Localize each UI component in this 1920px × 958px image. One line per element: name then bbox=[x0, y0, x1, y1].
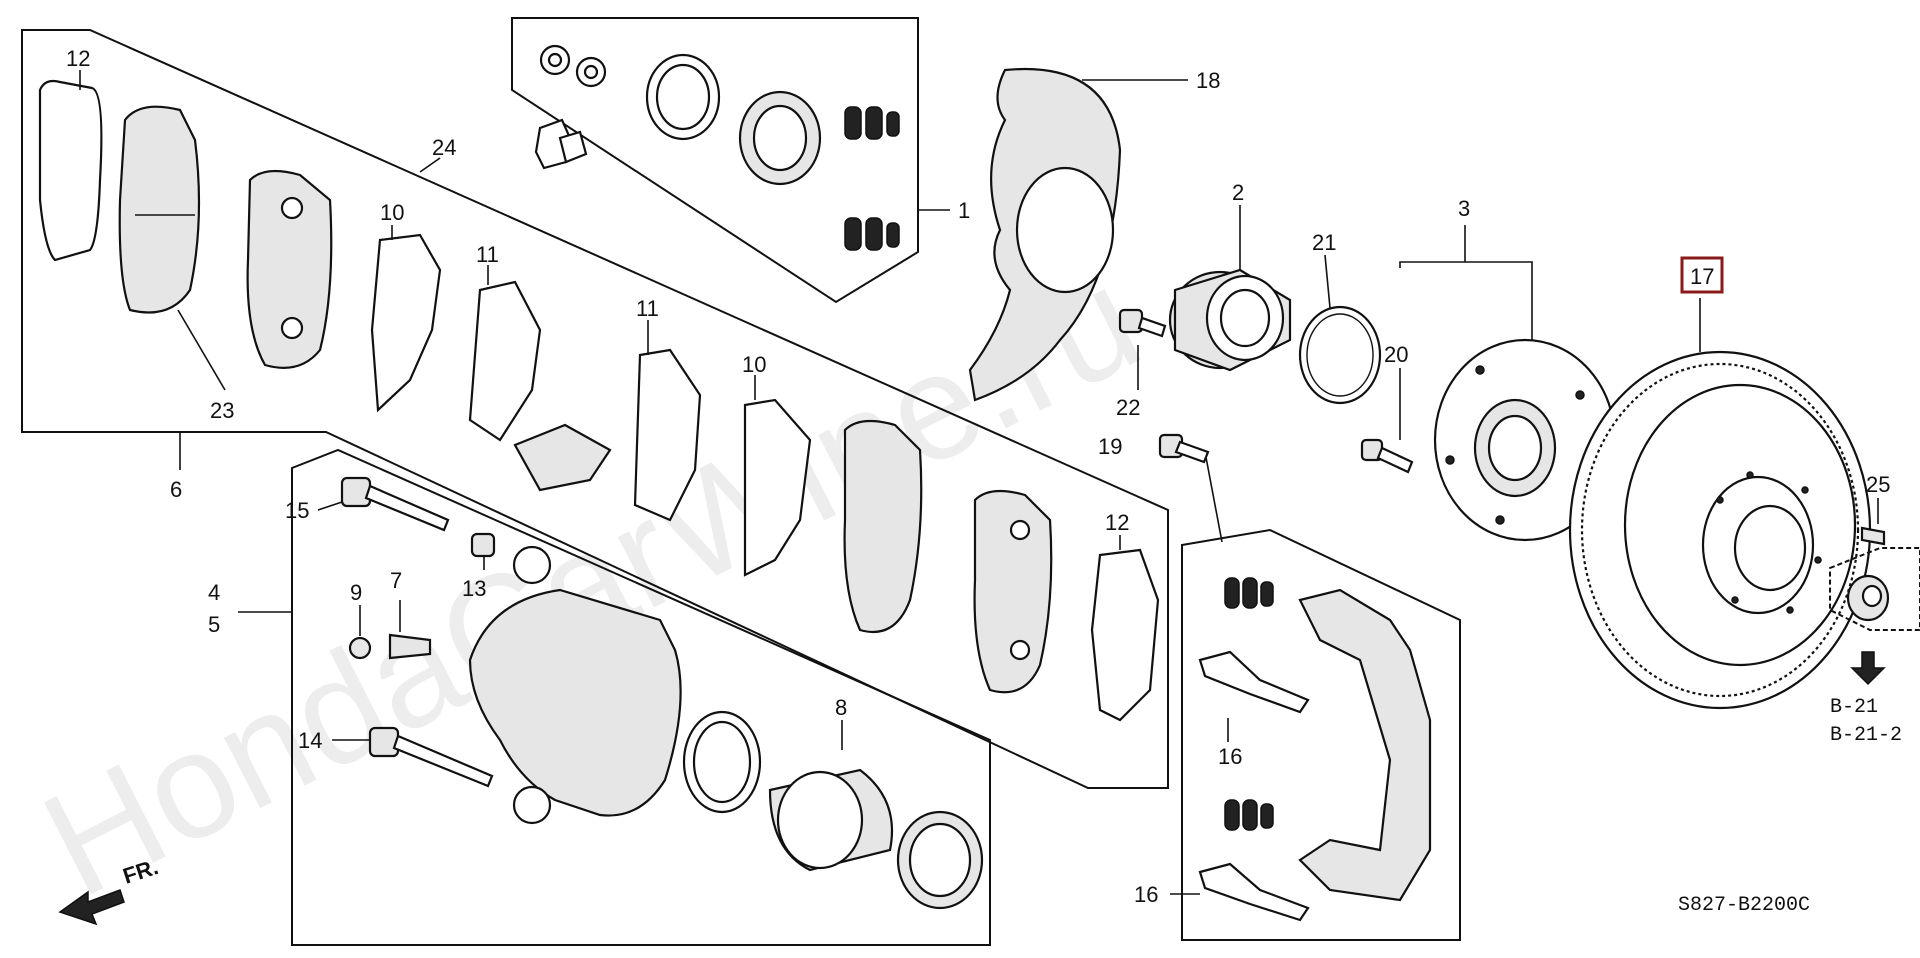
callout-3: 3 bbox=[1458, 196, 1470, 221]
callout-24: 24 bbox=[432, 135, 456, 160]
caliper-pin-bolt-14 bbox=[368, 726, 494, 788]
rotor-screw-25 bbox=[1860, 526, 1886, 546]
callout-19: 19 bbox=[1098, 434, 1122, 459]
pad-shim-10-middle bbox=[743, 398, 812, 577]
callout-16-upper: 16 bbox=[1218, 744, 1242, 769]
inner-brake-pad-right bbox=[843, 419, 923, 634]
reference-page-1: B-21 bbox=[1830, 696, 1878, 719]
callout-4: 4 bbox=[208, 580, 220, 605]
reference-page-2: B-21-2 bbox=[1830, 724, 1902, 747]
outer-brake-pad bbox=[118, 105, 201, 314]
hub-bearing bbox=[1168, 268, 1292, 372]
callout-21: 21 bbox=[1312, 230, 1336, 255]
snap-ring bbox=[1298, 305, 1382, 405]
diagram-code: S827-B2200C bbox=[1678, 894, 1810, 917]
slide-pin-boots-upper bbox=[1224, 577, 1274, 609]
brake-disc-rotor bbox=[1568, 350, 1872, 710]
caliper-pin-bolt-15 bbox=[340, 476, 450, 532]
bracket-bolt-19 bbox=[1158, 433, 1210, 464]
slide-pin-boots-lower bbox=[1224, 799, 1274, 831]
callout-1: 1 bbox=[958, 198, 970, 223]
callout-7: 7 bbox=[390, 568, 402, 593]
pin-boot-13 bbox=[470, 532, 496, 558]
pad-shim-outer-right bbox=[1090, 548, 1160, 722]
hub-bolt-20 bbox=[1360, 438, 1414, 474]
callout-8: 8 bbox=[835, 695, 847, 720]
callout-17: 17 bbox=[1690, 264, 1714, 289]
callout-12-right: 12 bbox=[1105, 510, 1129, 535]
seal-kit-box bbox=[511, 17, 919, 304]
callout-16-lower: 16 bbox=[1134, 882, 1158, 907]
callout-2: 2 bbox=[1232, 180, 1244, 205]
callout-17-highlight bbox=[1680, 256, 1724, 294]
caliper-assembly-box bbox=[291, 448, 991, 946]
pad-shim-11-left bbox=[468, 280, 542, 442]
callout-6: 6 bbox=[170, 477, 182, 502]
callout-10-left: 10 bbox=[380, 200, 404, 225]
pad-retainer-16-upper bbox=[1198, 650, 1310, 714]
callout-5: 5 bbox=[208, 612, 220, 637]
callout-20: 20 bbox=[1384, 342, 1408, 367]
caliper-bracket-box bbox=[1181, 528, 1461, 941]
callout-10-middle: 10 bbox=[742, 352, 766, 377]
callout-25: 25 bbox=[1866, 472, 1890, 497]
pad-kit-box bbox=[21, 29, 1169, 789]
pad-retainer-16-lower bbox=[1198, 862, 1310, 922]
callout-9: 9 bbox=[350, 580, 362, 605]
grease-packet bbox=[513, 423, 612, 492]
callout-15: 15 bbox=[285, 498, 309, 523]
callout-14: 14 bbox=[298, 728, 322, 753]
pad-shim-10-left bbox=[370, 233, 442, 413]
wheel-hub bbox=[1433, 338, 1617, 542]
outer-brake-pad-right bbox=[973, 489, 1053, 694]
pad-shim-11-middle bbox=[633, 348, 702, 522]
splash-guard-bolt-22 bbox=[1118, 308, 1167, 338]
pad-shim-outer bbox=[38, 79, 103, 262]
callout-11-middle: 11 bbox=[636, 296, 659, 321]
callout-22: 22 bbox=[1116, 395, 1140, 420]
callout-12-top: 12 bbox=[66, 46, 90, 71]
bleeder-screw-7 bbox=[388, 633, 432, 660]
piston-seal-set-8 bbox=[682, 710, 984, 910]
seal-kit-parts bbox=[534, 44, 900, 251]
callout-11-left: 11 bbox=[476, 242, 499, 267]
callout-18: 18 bbox=[1196, 68, 1220, 93]
inner-brake-pad bbox=[246, 169, 333, 369]
caliper-body bbox=[468, 588, 682, 817]
caliper-bracket bbox=[1298, 588, 1432, 902]
reference-arrow-down bbox=[1850, 651, 1886, 686]
spindle-nut bbox=[1846, 574, 1890, 622]
bleeder-cap-9 bbox=[348, 636, 372, 660]
callout-13: 13 bbox=[462, 576, 486, 601]
callout-23: 23 bbox=[210, 398, 234, 423]
